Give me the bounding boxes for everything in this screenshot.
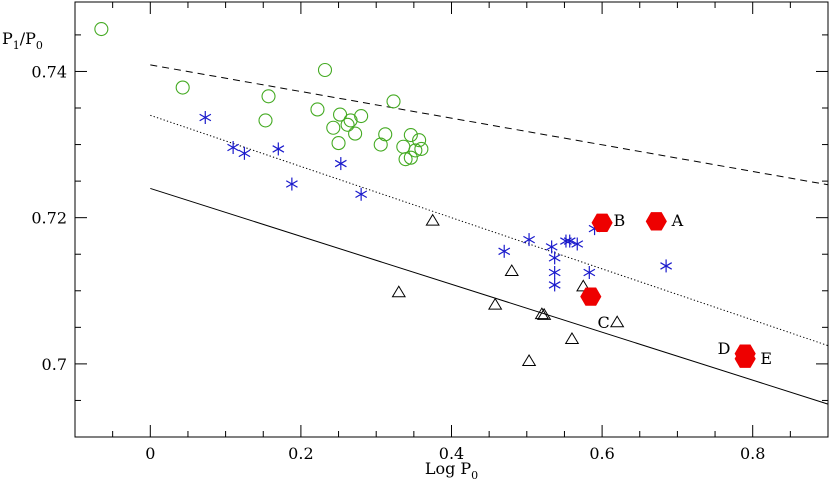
star-point — [355, 187, 368, 201]
point-label-c: C — [597, 313, 609, 332]
y-tick-label: 0.72 — [31, 209, 67, 228]
circle-point — [261, 89, 276, 104]
star-point — [563, 234, 576, 248]
circle-point — [403, 150, 418, 165]
plot-frame — [74, 1, 829, 438]
circle-point — [373, 137, 388, 152]
triangle-point — [564, 332, 580, 345]
highlight-point — [645, 212, 667, 231]
x-axis-label-sub: 0 — [471, 469, 478, 482]
star-point — [523, 233, 535, 247]
triangle-point — [534, 307, 550, 320]
triangle-point — [576, 279, 591, 292]
point-label-d: D — [718, 339, 731, 358]
star-point — [548, 278, 561, 292]
highlight-point — [580, 287, 602, 306]
x-tick-label: 0.2 — [288, 444, 313, 463]
x-tick-label: 0.4 — [439, 444, 464, 463]
circle-point — [398, 152, 413, 167]
x-tick-label: 0.8 — [740, 444, 765, 463]
triangle-point — [609, 315, 625, 328]
highlight-point — [591, 213, 613, 232]
circle-point — [403, 128, 418, 143]
star-point — [285, 177, 298, 191]
y-axis-label-slash: /P — [20, 29, 36, 48]
point-labels: A B C D E — [597, 211, 772, 368]
circle-point — [408, 143, 423, 158]
star-point — [498, 244, 511, 258]
data-points — [94, 22, 756, 368]
x-axis-label-main: Log P — [425, 459, 472, 478]
star-point — [548, 266, 561, 280]
circle-point — [175, 80, 190, 95]
highlight-point — [734, 349, 756, 368]
circle-point — [378, 127, 393, 142]
triangle-point — [487, 297, 503, 310]
y-tick-label: 0.7 — [42, 355, 67, 374]
point-label-e: E — [760, 349, 772, 368]
y-tick-label: 0.74 — [31, 62, 67, 81]
star-point — [660, 259, 673, 273]
y-axis-label-p1: P — [2, 29, 13, 48]
circle-point — [412, 133, 427, 148]
circle-point — [333, 107, 348, 122]
star-point — [334, 157, 347, 171]
circle-point — [310, 102, 325, 117]
circle-point — [414, 141, 429, 156]
triangle-point — [521, 353, 537, 366]
fit-line-dashed — [150, 64, 829, 186]
star-point — [238, 146, 251, 160]
x-axis-label: Log P0 — [425, 459, 478, 482]
axis-tick-labels: 0 0.2 0.4 0.6 0.8 0.7 0.72 0.74 — [31, 62, 765, 463]
fit-line-solid — [150, 187, 829, 405]
circle-point — [340, 117, 355, 132]
circle-point — [331, 136, 346, 151]
star-point — [571, 237, 584, 251]
x-tick-label: 0.6 — [589, 444, 614, 463]
y-axis-label-sub0: 0 — [36, 39, 43, 52]
star-point — [227, 140, 240, 154]
star-point — [583, 266, 596, 280]
point-label-b: B — [614, 211, 626, 230]
point-label-a: A — [671, 211, 684, 230]
y-axis-label: P1/P0 — [2, 29, 43, 52]
triangle-point — [536, 307, 552, 320]
axis-ticks — [74, 2, 829, 438]
triangle-point — [425, 213, 440, 226]
circle-point — [386, 94, 401, 109]
star-point — [545, 240, 558, 254]
fit-line-dotted — [150, 114, 829, 347]
star-point — [272, 142, 285, 156]
y-axis-label-sub1: 1 — [13, 39, 20, 52]
star-point — [199, 111, 212, 125]
x-tick-label: 0 — [145, 444, 155, 463]
circle-point — [348, 126, 363, 141]
circle-point — [94, 22, 109, 37]
star-point — [548, 251, 561, 265]
circle-point — [396, 139, 411, 154]
circle-point — [258, 113, 273, 128]
circle-point — [354, 109, 369, 124]
circle-point — [326, 120, 341, 135]
triangle-point — [504, 264, 519, 277]
fit-lines — [150, 64, 829, 405]
triangle-point — [391, 285, 406, 298]
circle-point — [317, 62, 333, 78]
